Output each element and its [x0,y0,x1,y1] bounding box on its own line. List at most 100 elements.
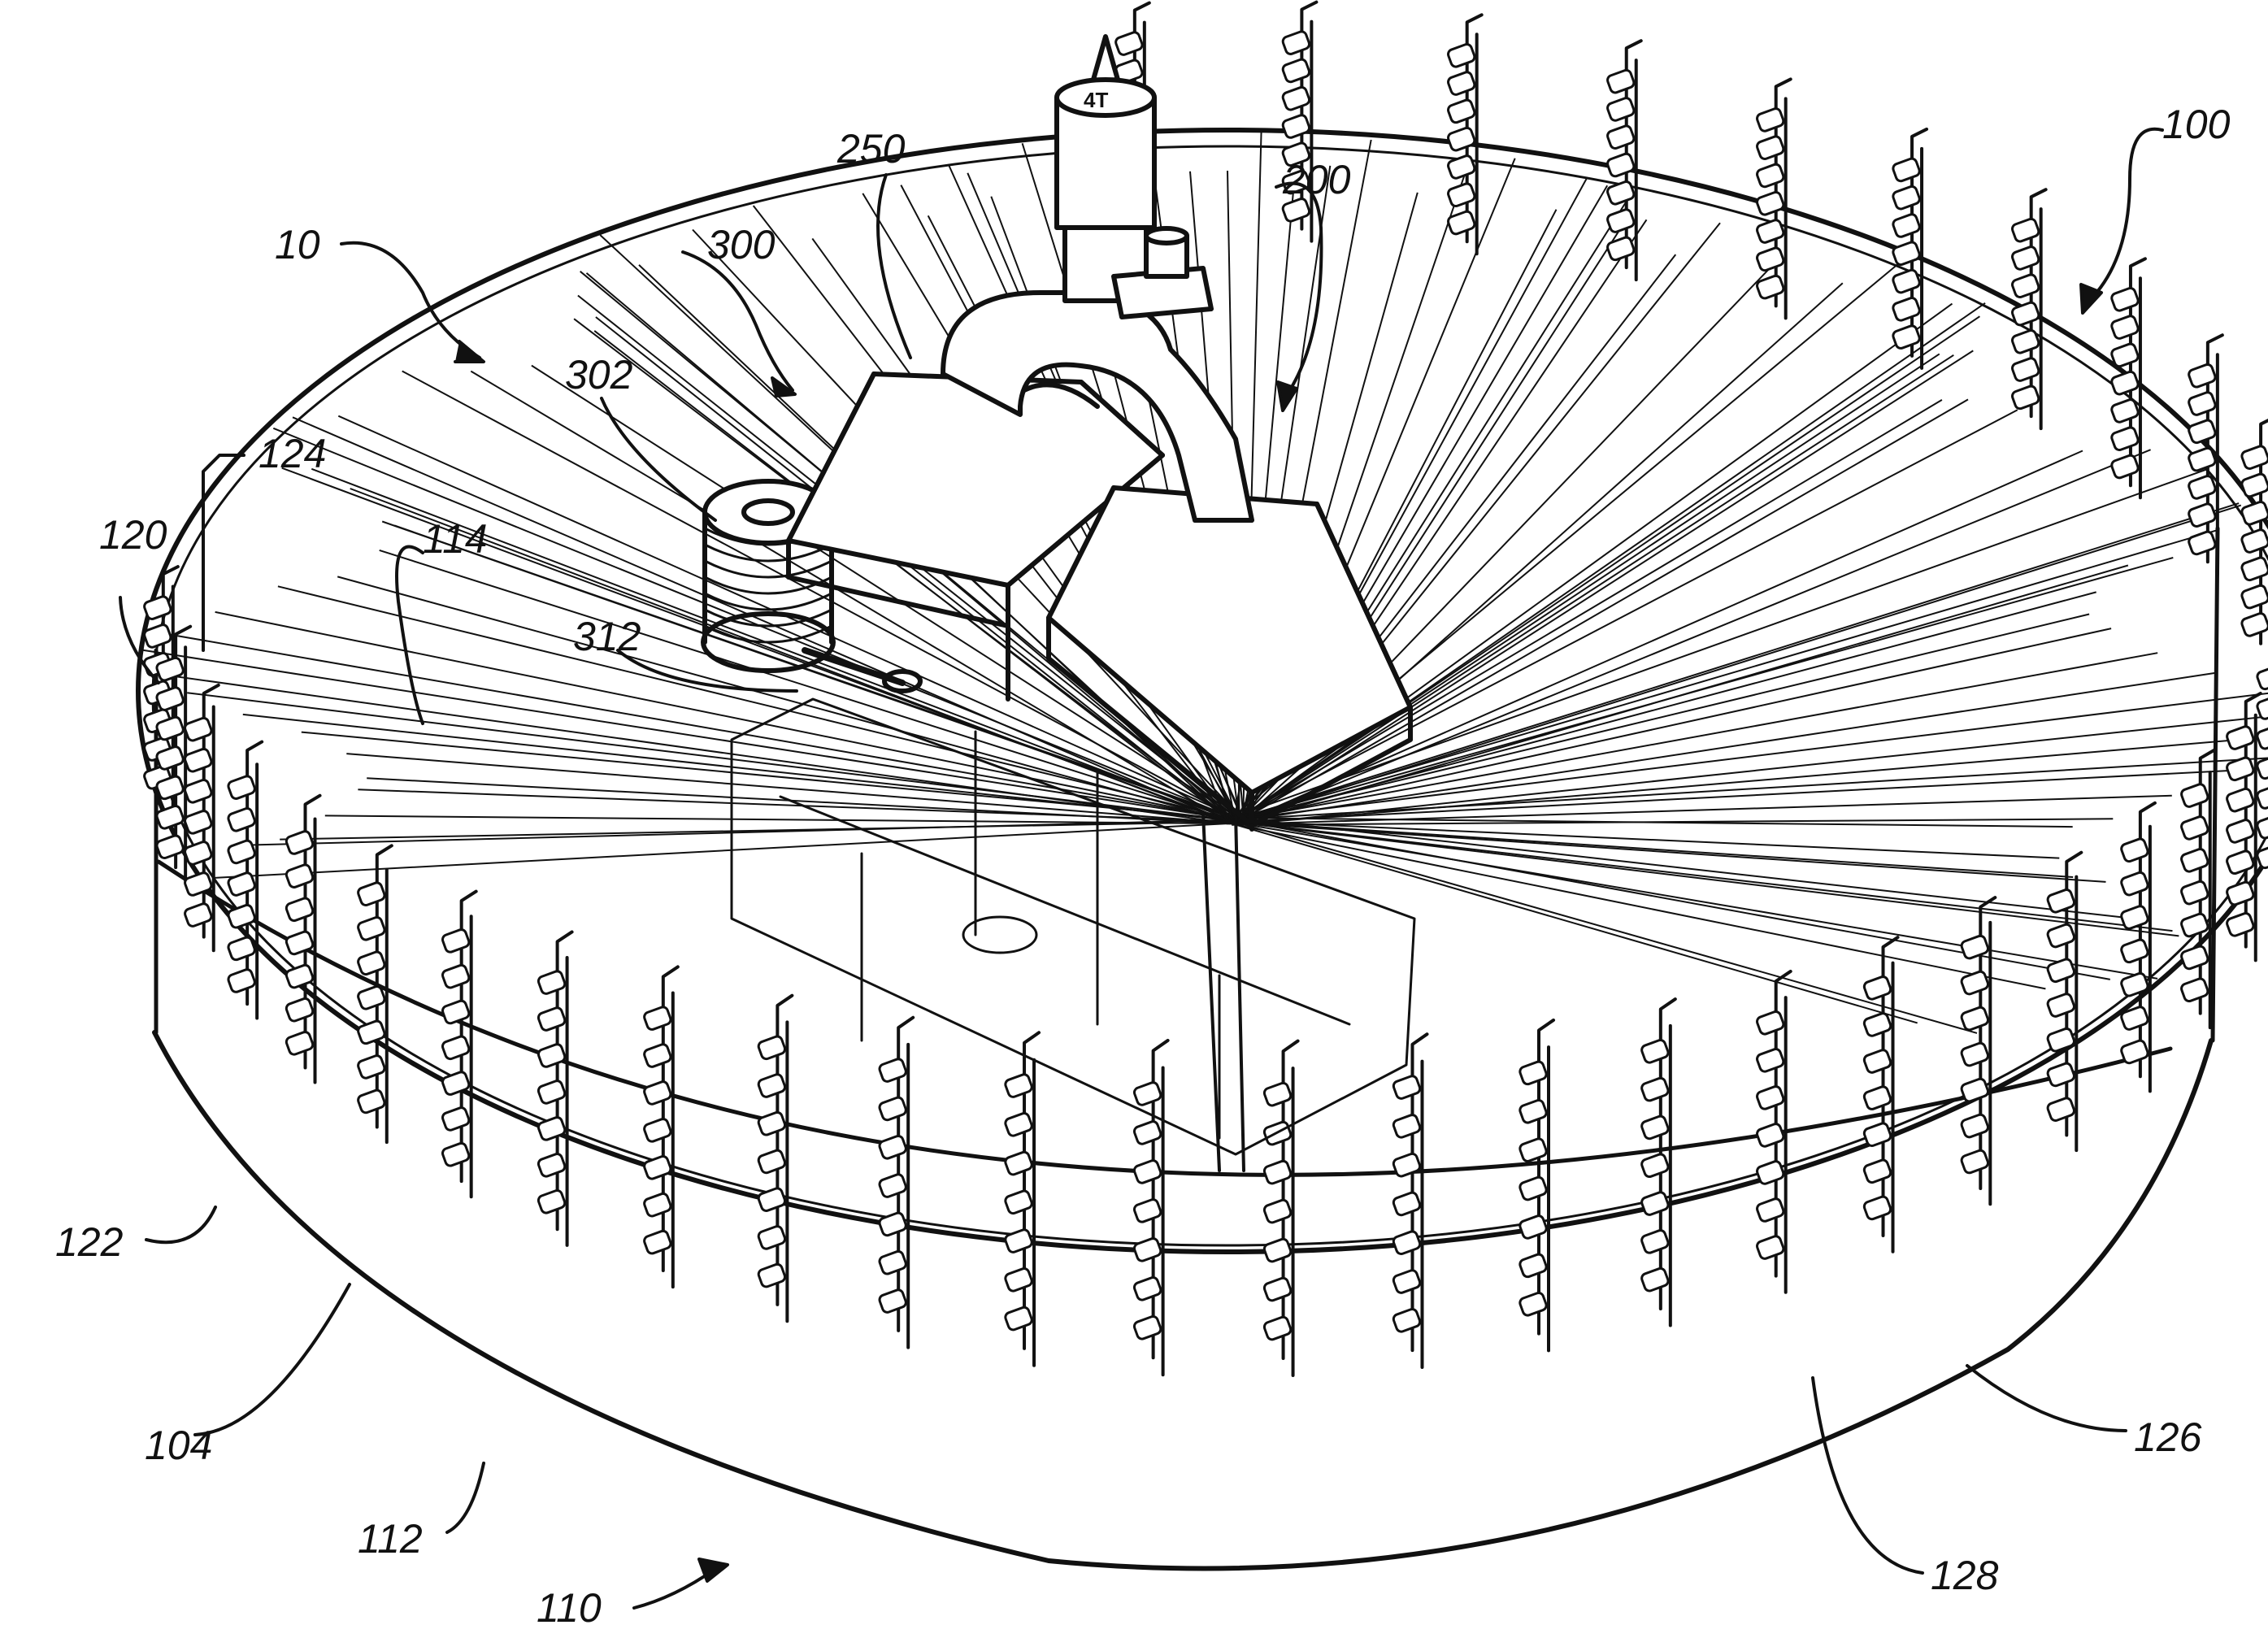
bobbin [1133,1081,1162,1106]
leader-128 [1813,1378,1923,1573]
bobbin [1004,1073,1033,1098]
bobbin [2188,391,2217,416]
bobbin-column [1640,999,1675,1325]
bobbin [441,964,471,989]
bobbin [1960,1006,1989,1032]
arrow-10 [455,341,484,362]
bobbin [227,807,256,832]
bobbin [2046,1097,2075,1122]
bobbin [1447,71,1476,96]
bobbin [2120,938,2149,963]
motor-marking: 4T [1084,88,1108,112]
bobbin [184,902,213,928]
ref-label-300: 300 [707,222,776,267]
bobbin [1004,1306,1033,1332]
leader-114 [397,547,423,724]
bobbin [2110,342,2140,367]
bobbin [1004,1228,1033,1253]
bobbin [357,1019,386,1045]
ref-label-312: 312 [573,614,641,659]
bobbin-column [643,967,678,1287]
bobbin [1892,297,1921,322]
ref-label-122: 122 [55,1219,124,1265]
bobbin [2011,329,2040,354]
bobbin [2011,273,2040,298]
bobbin [184,810,213,835]
bobbin [2110,454,2140,480]
bobbin [143,595,172,620]
bobbin [2180,913,2209,938]
bobbin-column [357,845,392,1142]
bobbin-column [1756,971,1791,1293]
bobbin [1756,191,1785,216]
bobbin [1640,1114,1670,1140]
bobbin [1133,1315,1162,1340]
bobbin [2240,556,2268,581]
bobbin [1892,269,1921,294]
bobbin [1393,1153,1422,1178]
bobbin [1863,1158,1892,1184]
bobbin [1263,1160,1293,1185]
bobbin [537,970,567,995]
bobbin-column [2110,259,2145,497]
bobbin [1960,1042,1989,1067]
bobbin-column [1133,1041,1168,1375]
yarn-strand [1237,823,2157,979]
bobbin [2110,398,2140,424]
bobbin-column [1606,41,1641,280]
bobbin-column [1756,79,1791,318]
bobbin [2120,1039,2149,1064]
bobbin [357,1088,386,1114]
bobbin [1960,1078,1989,1103]
bobbin-column [878,1018,913,1348]
bobbin [1606,69,1636,94]
ref-label-200: 200 [1282,157,1351,202]
bobbin [878,1096,907,1121]
bobbin-column [537,932,572,1245]
bobbin-column [285,796,320,1083]
bobbin [2180,815,2209,841]
bobbin [1447,98,1476,124]
bobbin [1640,1077,1670,1102]
bobbin [1892,185,1921,211]
bobbin [1519,1137,1548,1162]
bobbin [1263,1238,1293,1263]
bobbin [1393,1230,1422,1255]
bobbin [285,964,315,989]
bobbin [2120,905,2149,930]
bobbin [2226,881,2255,906]
bobbin [1606,124,1636,150]
bobbin [1282,86,1311,111]
bobbin [1756,1048,1785,1073]
bobbin [1606,180,1636,206]
bobbin [184,717,213,742]
bobbin [1133,1120,1162,1145]
bobbin [758,1149,787,1174]
bobbin [2011,245,2040,271]
bobbin [1519,1099,1548,1124]
bobbin [758,1111,787,1136]
bobbin [1892,157,1921,182]
bobbin [1393,1308,1422,1333]
bobbin [643,1006,672,1031]
bobbin [2188,502,2217,528]
yarn-strand [243,715,1229,820]
bobbin [1756,1197,1785,1223]
bobbin [1756,107,1785,133]
bobbin [2180,848,2209,873]
bobbin [2226,725,2255,750]
bobbin [537,1153,567,1178]
bobbin [357,881,386,906]
bobbin [2226,849,2255,875]
bobbin [1393,1269,1422,1294]
bobbin [1447,43,1476,68]
bobbin [878,1058,907,1083]
bobbin [2240,584,2268,610]
bobbin [2011,357,2040,382]
ref-label-302: 302 [565,352,633,398]
bobbin [1756,1010,1785,1036]
bobbin-column [441,892,476,1197]
bobbin [2188,363,2217,389]
bobbin [2188,531,2217,556]
creel-frame [138,130,2268,1568]
